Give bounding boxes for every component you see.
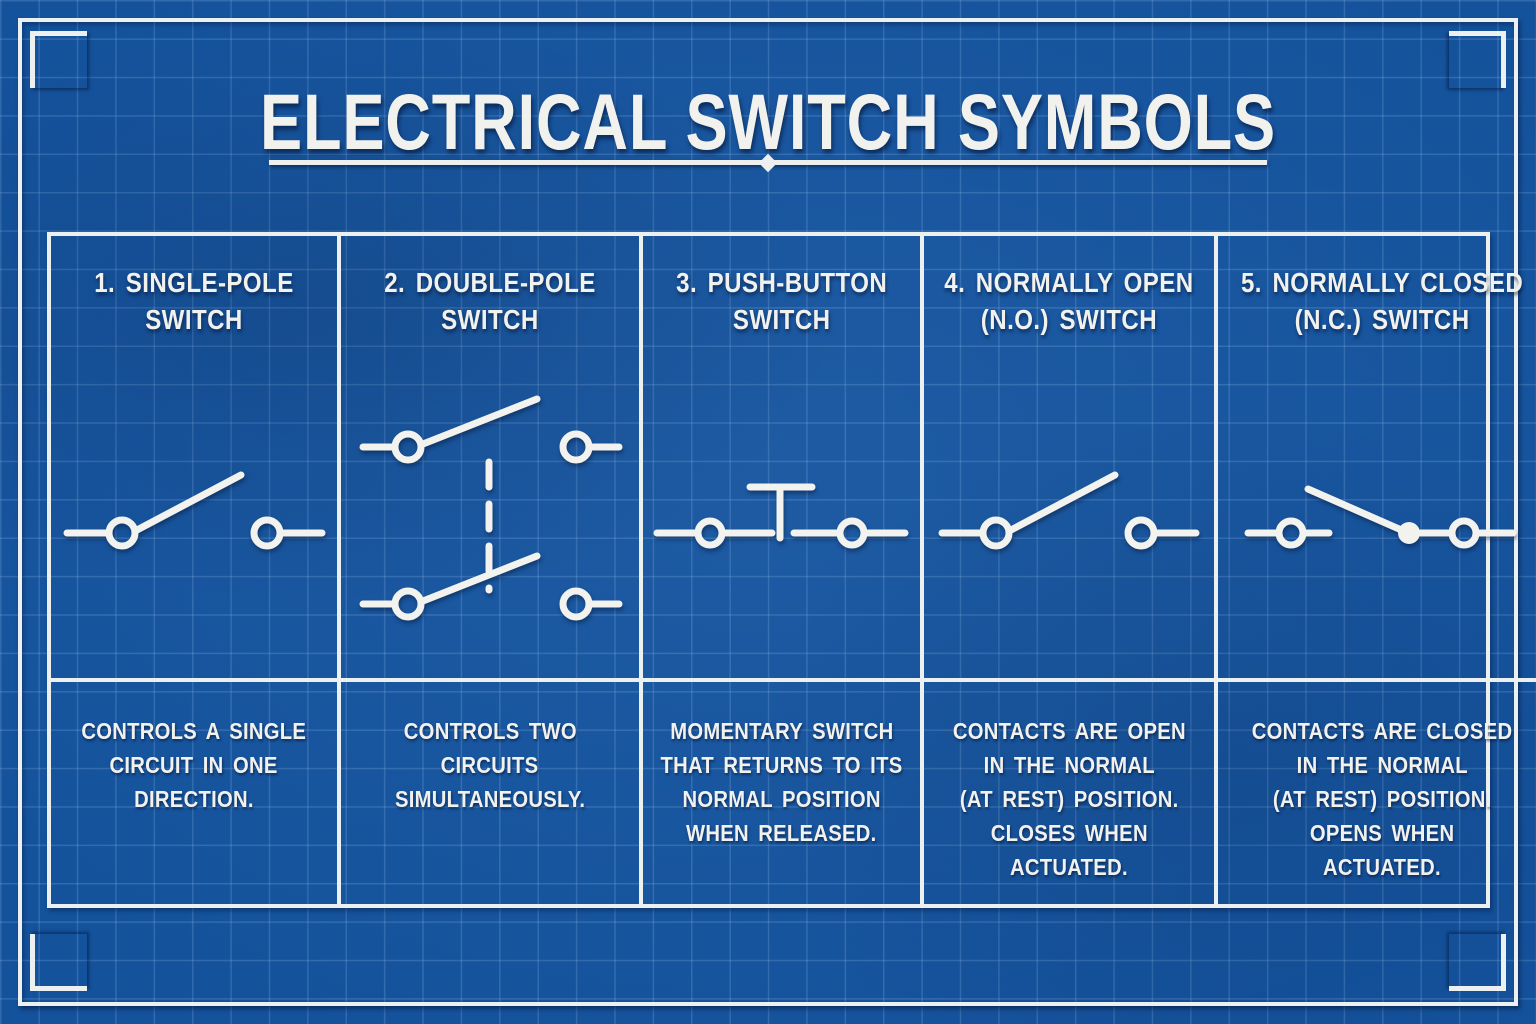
description-line: SIMULTANEOUSLY. [394,786,586,812]
normally-open-switch-symbol [938,471,1200,550]
column-5-symbol-cell: 5. NORMALLY CLOSED (N.C.) SWITCH [1217,236,1536,682]
description-line: ACTUATED. [1323,854,1441,880]
description-line: CONTACTS ARE CLOSED [1251,718,1513,744]
column-4-symbol-cell: 4. NORMALLY OPEN (N.O.) SWITCH [924,236,1218,682]
description-line: (AT REST) POSITION. [959,786,1179,812]
column-3-symbol-wrap [643,338,920,678]
column-1-title-line1: 1. SINGLE-POLE [94,267,294,298]
column-2-title-line1: 2. DOUBLE-POLE [384,267,596,298]
column-2-symbol-wrap [341,338,639,678]
description-line: CLOSES WHEN [990,820,1148,846]
page-title: ELECTRICAL SWITCH SYMBOLS [0,76,1536,168]
page-title-text: ELECTRICAL SWITCH SYMBOLS [259,77,1276,166]
description-line: NORMAL POSITION [682,786,881,812]
title-underline [269,153,1267,172]
column-1-symbol-wrap [51,338,337,678]
description-line: (AT REST) POSITION. [1272,786,1492,812]
column-5-title: 5. NORMALLY CLOSED (N.C.) SWITCH [1241,264,1523,338]
column-4-title: 4. NORMALLY OPEN (N.O.) SWITCH [944,264,1193,338]
column-5-title-line1: 5. NORMALLY CLOSED [1240,267,1524,298]
description-line: THAT RETURNS TO ITS [660,752,903,778]
column-1-symbol-cell: 1. SINGLE-POLE SWITCH [51,236,341,682]
description-line: CONTACTS ARE OPEN [952,718,1186,744]
column-3-description-cell: MOMENTARY SWITCH THAT RETURNS TO ITS NOR… [643,682,924,904]
column-3-title-line2: SWITCH [732,304,831,335]
single-pole-switch-symbol [63,471,326,550]
description-line: CIRCUIT IN ONE [109,752,279,778]
column-1-description-cell: CONTROLS A SINGLE CIRCUIT IN ONE DIRECTI… [51,682,341,904]
push-button-switch-symbol [653,483,909,549]
column-1-title-line2: SWITCH [145,304,243,335]
column-3-symbol-cell: 3. PUSH-BUTTON SWITCH [643,236,924,682]
description-line: ACTUATED. [1010,854,1128,880]
column-4-title-line2: (N.O.) SWITCH [980,304,1158,335]
description-line: CONTROLS A SINGLE [81,718,307,744]
description-line: OPENS WHEN [1309,820,1455,846]
description-line: DIRECTION. [134,786,254,812]
description-line: IN THE NORMAL [1296,752,1468,778]
double-pole-switch-symbol [359,395,623,621]
description-line: CIRCUITS [441,752,539,778]
column-3-title: 3. PUSH-BUTTON SWITCH [676,264,887,338]
column-5-symbol-wrap [1218,338,1536,678]
column-5-description-cell: CONTACTS ARE CLOSED IN THE NORMAL (AT RE… [1218,682,1536,904]
corner-bracket-bottom-left [30,934,87,991]
description-line: IN THE NORMAL [983,752,1155,778]
column-2-description-cell: CONTROLS TWO CIRCUITS SIMULTANEOUSLY. [341,682,643,904]
corner-bracket-bottom-right [1449,934,1506,991]
column-1-title: 1. SINGLE-POLE SWITCH [94,264,293,338]
description-line: CONTROLS TWO [403,718,577,744]
column-2-title-line2: SWITCH [441,304,539,335]
column-2-symbol-cell: 2. DOUBLE-POLE SWITCH [341,236,643,682]
switch-symbol-table: 1. SINGLE-POLE SWITCH 2. DOUBLE-POLE SWI… [47,232,1536,908]
column-4-symbol-wrap [924,338,1214,678]
normally-closed-switch-symbol [1244,485,1517,549]
description-line: MOMENTARY SWITCH [669,718,894,744]
column-4-description-cell: CONTACTS ARE OPEN IN THE NORMAL (AT REST… [924,682,1218,904]
column-2-title: 2. DOUBLE-POLE SWITCH [384,264,595,338]
column-4-title-line1: 4. NORMALLY OPEN [944,267,1194,298]
column-5-title-line2: (N.C.) SWITCH [1294,304,1470,335]
description-line: WHEN RELEASED. [686,820,877,846]
column-3-title-line1: 3. PUSH-BUTTON [675,267,888,298]
